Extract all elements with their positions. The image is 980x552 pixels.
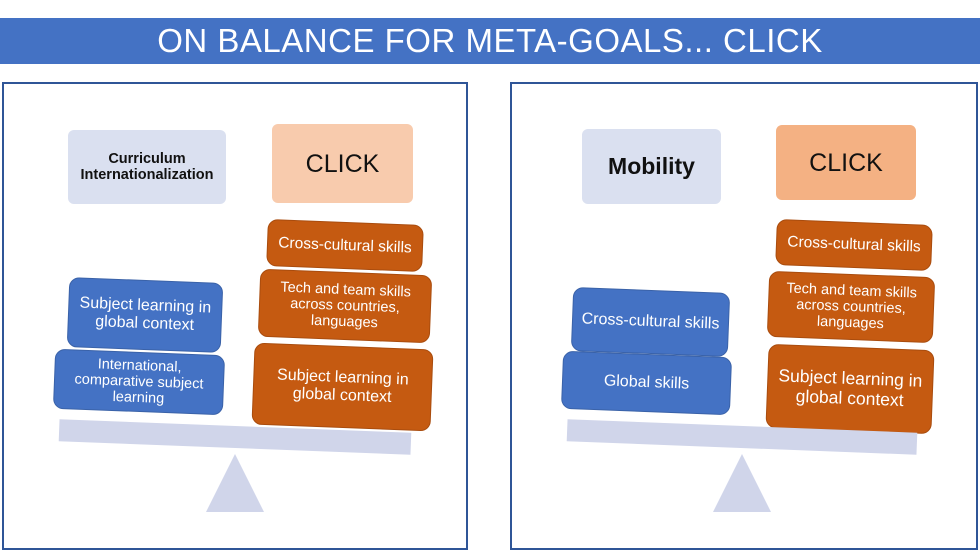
orange-item-tech-team-skills: Tech and team skills across countries, l… [257, 268, 433, 344]
mobility-panel: Mobility CLICK Cross-cultural skills Tec… [510, 82, 978, 550]
scale-fulcrum [206, 454, 264, 512]
orange-item-cross-cultural-skills: Cross-cultural skills [266, 219, 424, 272]
orange-item-cross-cultural-skills: Cross-cultural skills [775, 219, 933, 271]
click-header: CLICK [776, 125, 916, 200]
orange-item-subject-learning: Subject learning in global context [765, 343, 935, 435]
mobility-header: Mobility [582, 129, 721, 204]
scale-fulcrum [713, 454, 771, 512]
blue-item-subject-learning: Subject learning in global context [66, 277, 224, 353]
click-header: CLICK [272, 124, 413, 203]
blue-item-cross-cultural-skills: Cross-cultural skills [570, 287, 731, 357]
orange-item-subject-learning: Subject learning in global context [251, 342, 434, 432]
curriculum-internationalization-header: Curriculum Internationalization [68, 130, 226, 204]
page-title: ON BALANCE FOR META-GOALS... CLICK [0, 18, 980, 64]
blue-item-global-skills: Global skills [560, 350, 733, 416]
blue-item-comparative-learning: International, comparative subject learn… [52, 348, 226, 416]
orange-item-tech-team-skills: Tech and team skills across countries, l… [766, 270, 936, 344]
curriculum-internationalization-panel: Curriculum Internationalization CLICK Cr… [2, 82, 468, 550]
